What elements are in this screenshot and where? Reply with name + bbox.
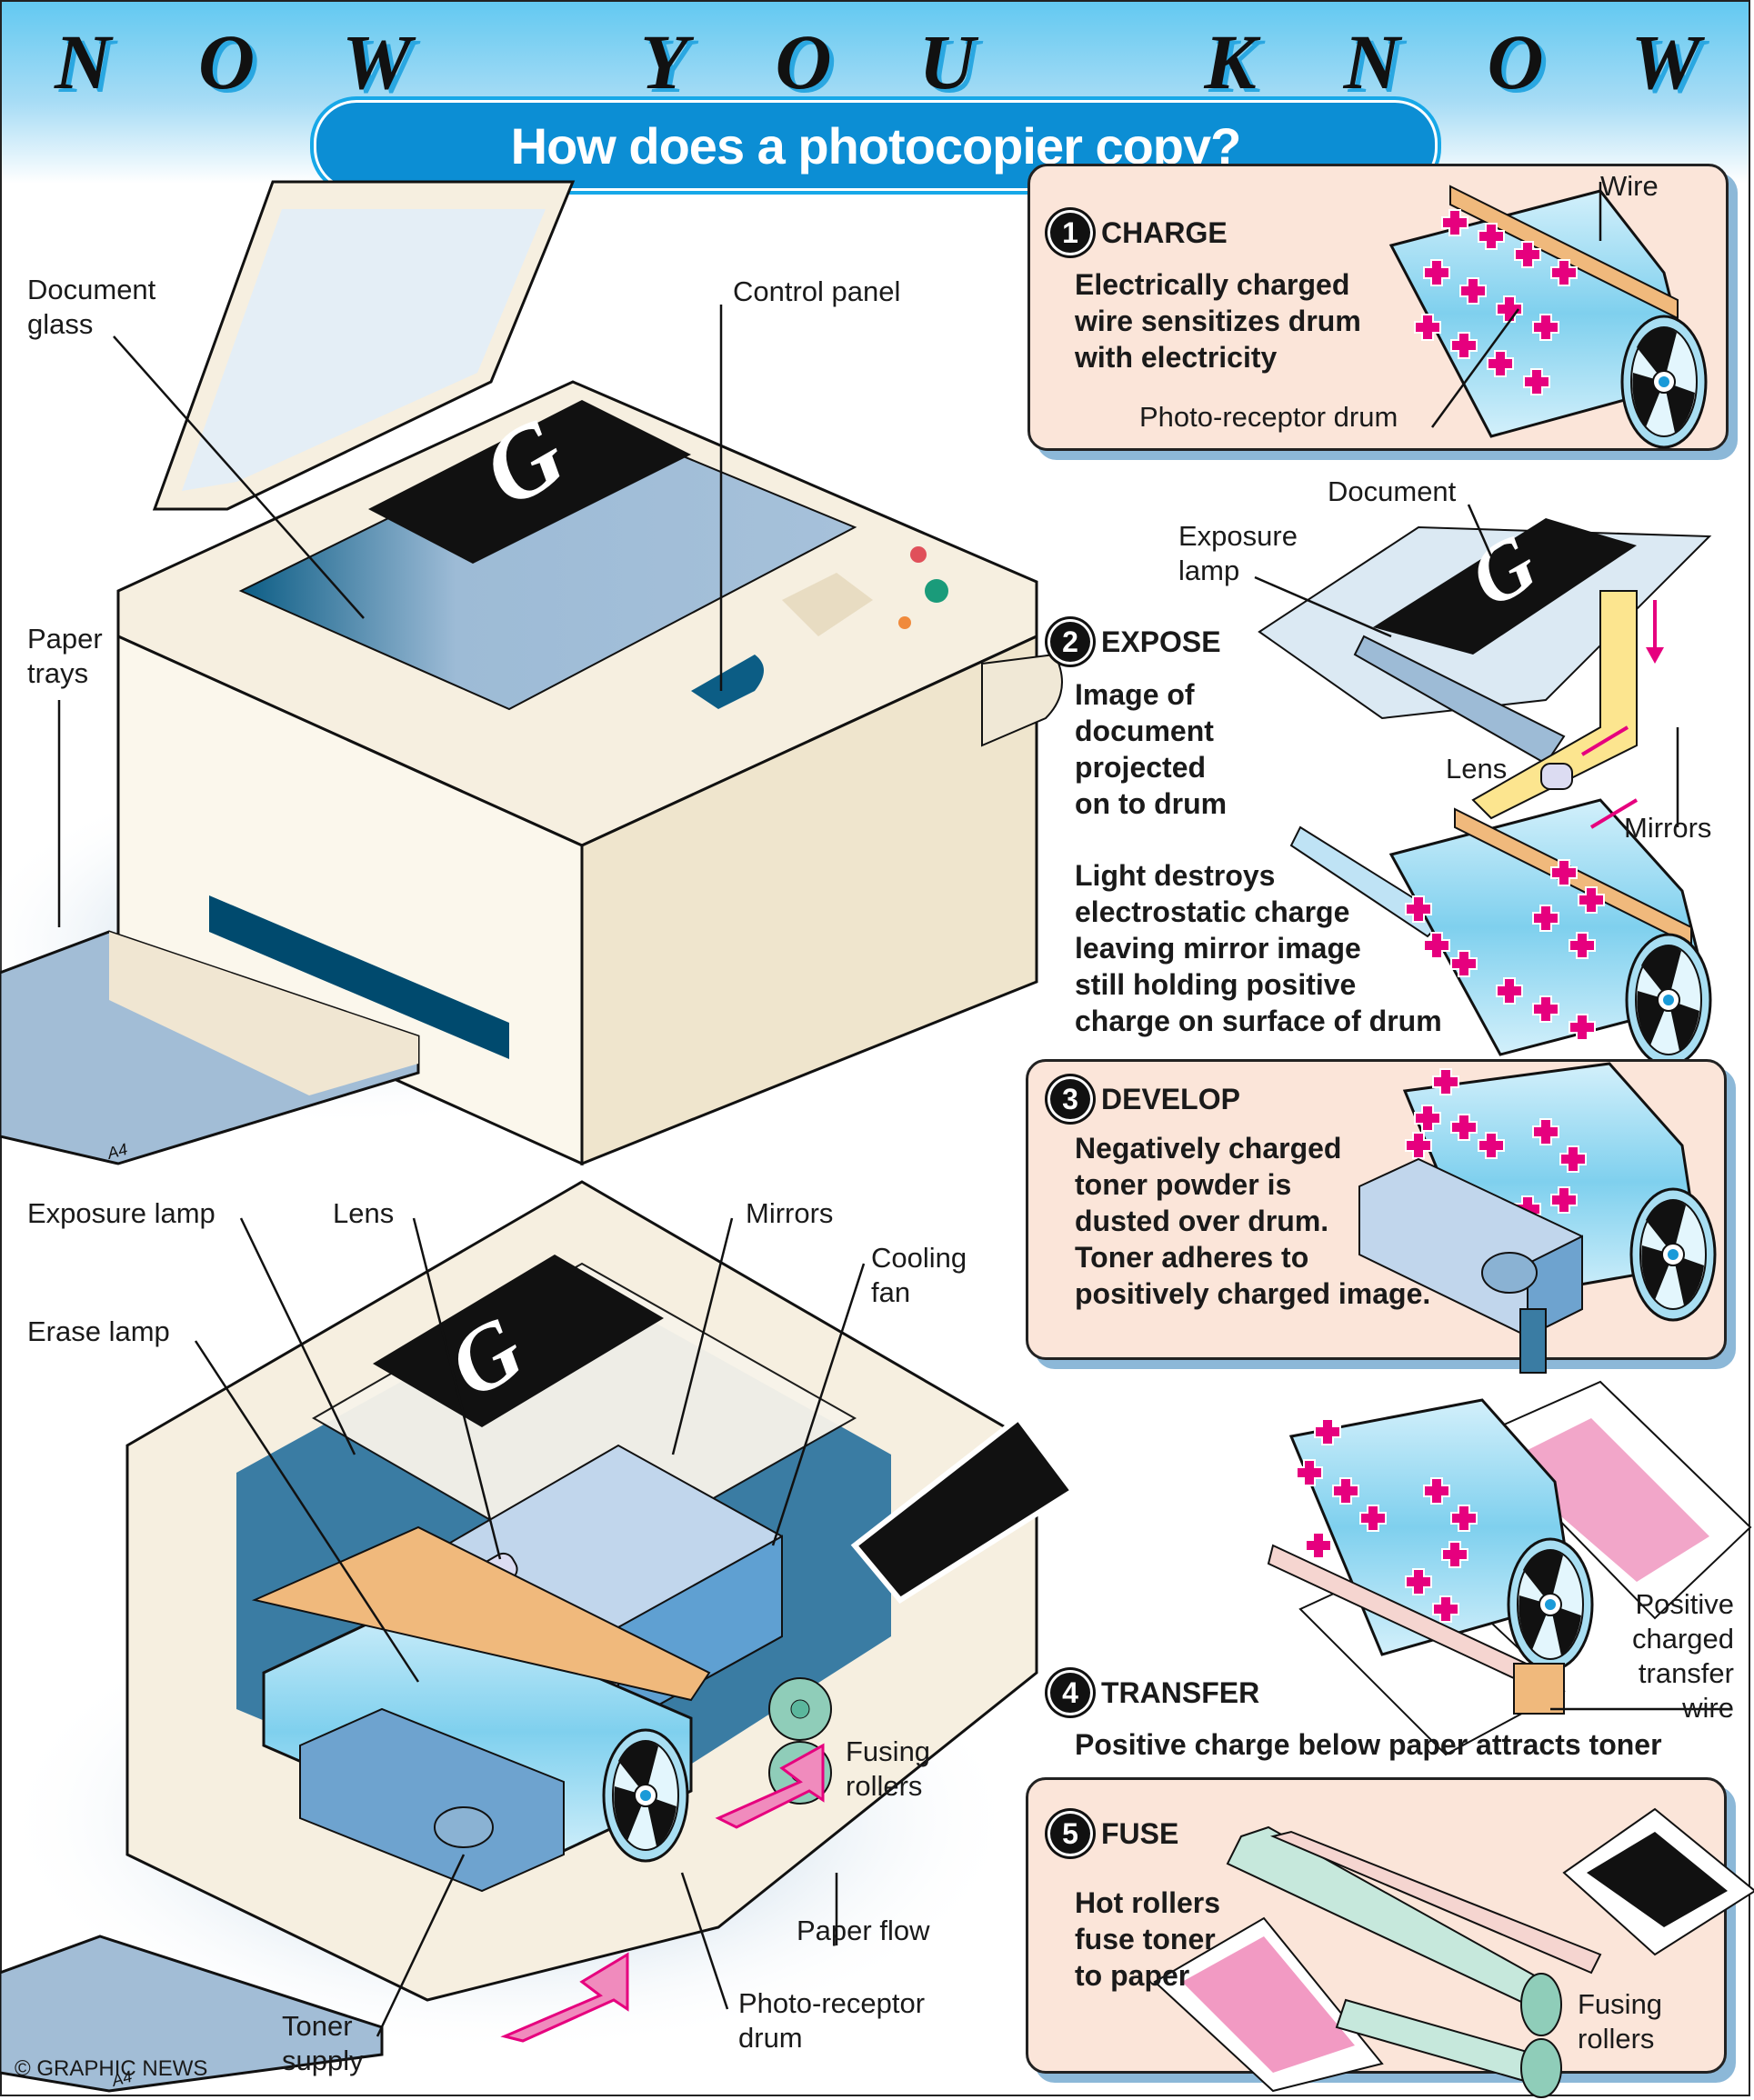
label-paper-trays: Paper trays bbox=[27, 623, 103, 689]
copier-side bbox=[580, 634, 1038, 1166]
masthead-letter: U bbox=[918, 18, 976, 105]
masthead-letter: O bbox=[1487, 18, 1544, 105]
step-2-heading: 2 EXPOSE bbox=[1050, 622, 1221, 662]
label-control-panel: Control panel bbox=[733, 275, 901, 307]
paper-flow-arrow-2 bbox=[715, 1743, 825, 1829]
keypad bbox=[782, 573, 873, 636]
step-1-heading: 1 CHARGE bbox=[1050, 213, 1228, 253]
step-1-description: Electrically charged wire sensitizes dru… bbox=[1075, 268, 1361, 374]
label-exposure-lamp: Exposure lamp bbox=[27, 1197, 215, 1229]
label-fusing-rollers: Fusing rollers bbox=[846, 1735, 931, 1802]
label-mirrors: Mirrors bbox=[746, 1197, 834, 1229]
masthead-letter: W bbox=[341, 18, 412, 105]
label-erase-lamp: Erase lamp bbox=[27, 1315, 170, 1347]
cutaway-paper-tray bbox=[0, 1935, 384, 2093]
step-3-description: Negatively charged toner powder is duste… bbox=[1075, 1132, 1431, 1310]
masthead-letter: W bbox=[1630, 18, 1700, 105]
step-4-label-transfer-wire: Positive charged transfer wire bbox=[1631, 1588, 1734, 1724]
document-on-glass bbox=[368, 400, 691, 564]
step-5-lower-roller bbox=[1335, 1998, 1539, 2084]
step-2-label-lens: Lens bbox=[1446, 753, 1508, 785]
toner-unit bbox=[299, 1707, 565, 1893]
step-5-number-badge: 5 bbox=[1050, 1814, 1090, 1854]
cutaway-document bbox=[373, 1255, 664, 1427]
paper-slot bbox=[209, 895, 509, 1059]
step-4-number-badge: 4 bbox=[1050, 1673, 1090, 1713]
step-1-number-badge: 1 bbox=[1050, 213, 1090, 253]
cutaway-charge-wire bbox=[251, 1525, 711, 1702]
step-2-light-path bbox=[1471, 590, 1638, 820]
masthead: N O W Y O U K N O W bbox=[55, 16, 1700, 107]
step-3-number-badge: 3 bbox=[1050, 1079, 1090, 1119]
credit: © GRAPHIC NEWS bbox=[15, 2056, 208, 2081]
toner-supply-cylinder bbox=[434, 1806, 494, 1848]
paper-stack bbox=[109, 932, 418, 1095]
leader-lines bbox=[57, 305, 866, 2037]
step-5-heading: 5 FUSE bbox=[1050, 1814, 1178, 1854]
step-1-label-drum: Photo-receptor drum bbox=[1139, 401, 1398, 433]
step-2-description: Image of document projected on to drum bbox=[1075, 678, 1228, 820]
label-photo-receptor-drum: Photo-receptor drum bbox=[738, 1987, 926, 2054]
orange-button-icon bbox=[898, 616, 911, 629]
masthead-letter: N bbox=[1343, 18, 1400, 105]
output-tray bbox=[981, 653, 1063, 747]
step-5-label-fusing-rollers: Fusing rollers bbox=[1578, 1988, 1663, 2055]
step-5-paper-out-image bbox=[1587, 1832, 1728, 1927]
step-2-label-document: Document bbox=[1328, 475, 1457, 507]
step-3-toner-cylinder bbox=[1481, 1252, 1538, 1294]
step-5-pressure-rod bbox=[1269, 1830, 1602, 1975]
step-2-label-mirrors: Mirrors bbox=[1624, 812, 1712, 844]
step-2-number-badge: 2 bbox=[1050, 622, 1090, 662]
step-5-description: Hot rollers fuse toner to paper bbox=[1075, 1886, 1221, 1992]
step-2-document bbox=[1373, 518, 1637, 655]
step-1-label-wire: Wire bbox=[1600, 170, 1659, 202]
step-4-title: TRANSFER bbox=[1101, 1675, 1260, 1709]
red-button-icon bbox=[910, 546, 927, 563]
step-2-title: EXPOSE bbox=[1101, 625, 1221, 658]
masthead-letter: K bbox=[1204, 18, 1257, 105]
label-lens: Lens bbox=[333, 1197, 395, 1229]
step-4-toner-image bbox=[1500, 1418, 1709, 1582]
masthead-letter: O bbox=[775, 18, 832, 105]
label-toner-supply: Toner supply bbox=[282, 2010, 364, 2076]
label-paper-flow: Paper flow bbox=[797, 1915, 930, 1946]
step-2-description-2: Light destroys electrostatic charge leav… bbox=[1075, 859, 1442, 1037]
cover-underside bbox=[182, 209, 546, 491]
step-1-title: CHARGE bbox=[1101, 215, 1228, 249]
step-3-heading: 3 DEVELOP bbox=[1050, 1079, 1240, 1119]
output-copy bbox=[850, 1414, 1077, 1604]
masthead-letter: O bbox=[197, 18, 256, 105]
step-1-wire bbox=[1449, 185, 1679, 320]
paper-flow-arrow-1 bbox=[500, 1952, 629, 2043]
step-5-paper-in-image bbox=[1182, 1936, 1355, 2073]
step-3-title: DEVELOP bbox=[1101, 1082, 1240, 1115]
label-cooling-fan: Cooling fan bbox=[871, 1242, 967, 1308]
masthead-letter: N bbox=[55, 18, 112, 105]
step-5-title: FUSE bbox=[1101, 1816, 1179, 1850]
green-start-button-icon bbox=[925, 579, 948, 603]
step-2-lens-icon bbox=[1540, 763, 1573, 790]
step-2-label-exposure-lamp: Exposure lamp bbox=[1178, 520, 1298, 586]
label-document-glass: Document glass bbox=[27, 274, 156, 340]
step-4-description: Positive charge below paper attracts ton… bbox=[1075, 1728, 1662, 1761]
control-slider bbox=[691, 655, 764, 709]
masthead-letter: Y bbox=[640, 18, 688, 105]
step-4-heading: 4 TRANSFER bbox=[1050, 1673, 1259, 1713]
